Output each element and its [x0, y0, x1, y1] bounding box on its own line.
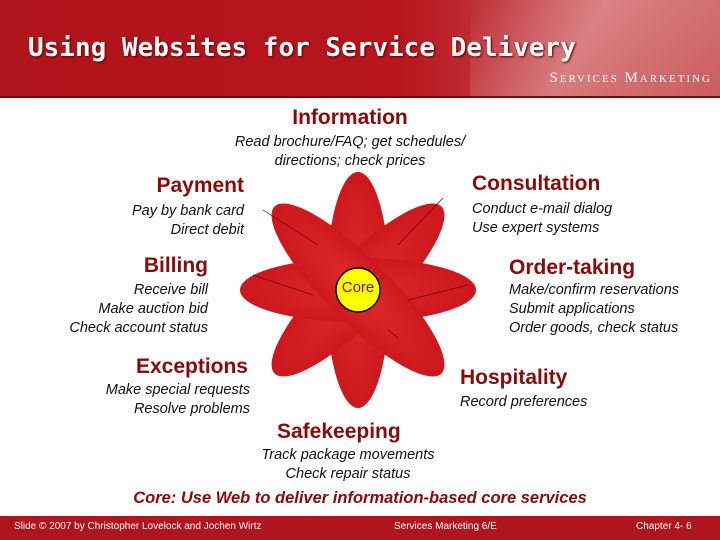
payment-line-1: Pay by bank card — [131, 203, 244, 219]
exceptions-line-1: Make special requests — [105, 382, 250, 398]
order-taking-line-3: Order goods, check status — [509, 320, 679, 336]
order-taking-title: Order-taking — [509, 256, 636, 279]
hospitality-title: Hospitality — [460, 366, 568, 389]
core-label: Core — [341, 279, 375, 296]
consultation-title: Consultation — [472, 172, 601, 195]
information-desc: Read brochure/FAQ; get schedules/ direct… — [200, 133, 500, 171]
slide-title: Using Websites for Service Delivery — [28, 33, 576, 63]
header-divider — [0, 96, 720, 98]
exceptions-title: Exceptions — [135, 355, 248, 378]
petals — [240, 172, 476, 408]
footer-chapter: Chapter 4- 6 — [636, 521, 692, 532]
order-taking-line-2: Submit applications — [509, 301, 635, 317]
core-statement: Core: Use Web to deliver information-bas… — [133, 489, 587, 507]
hospitality-desc: Record preferences — [460, 393, 587, 412]
order-taking-line-1: Make/confirm reservations — [509, 282, 680, 298]
information-line-2: directions; check prices — [274, 153, 426, 169]
consultation-desc: Conduct e-mail dialog Use expert systems — [472, 200, 612, 238]
billing-title: Billing — [143, 254, 208, 277]
billing-line-3: Check account status — [69, 320, 208, 336]
safekeeping-line-1: Track package movements — [261, 447, 435, 463]
exceptions-line-2: Resolve problems — [133, 401, 250, 417]
banner-photo — [470, 0, 720, 96]
consultation-line-2: Use expert systems — [472, 220, 600, 236]
consultation-line-1: Conduct e-mail dialog — [472, 201, 613, 217]
order-taking-desc: Make/confirm reservations Submit applica… — [509, 281, 679, 338]
billing-desc: Receive bill Make auction bid Check acco… — [8, 281, 208, 338]
billing-line-1: Receive bill — [133, 282, 208, 298]
hospitality-line-1: Record preferences — [460, 394, 588, 410]
payment-line-2: Direct debit — [170, 222, 244, 238]
footer-bar — [0, 516, 720, 540]
payment-desc: Pay by bank card Direct debit — [44, 202, 244, 240]
information-title: Information — [292, 106, 408, 129]
information-line-1: Read brochure/FAQ; get schedules/ — [234, 134, 466, 150]
brand-logo-text: Services Marketing — [549, 70, 712, 86]
safekeeping-line-2: Check repair status — [285, 466, 411, 482]
footer-copyright: Slide © 2007 by Christopher Lovelock and… — [14, 521, 262, 532]
exceptions-desc: Make special requests Resolve problems — [30, 381, 250, 419]
core-circle — [335, 267, 381, 313]
billing-line-2: Make auction bid — [98, 301, 208, 317]
payment-title: Payment — [156, 174, 244, 197]
safekeeping-desc: Track package movements Check repair sta… — [198, 446, 498, 484]
footer-book-title: Services Marketing 6/E — [394, 521, 497, 532]
safekeeping-title: Safekeeping — [277, 420, 401, 443]
